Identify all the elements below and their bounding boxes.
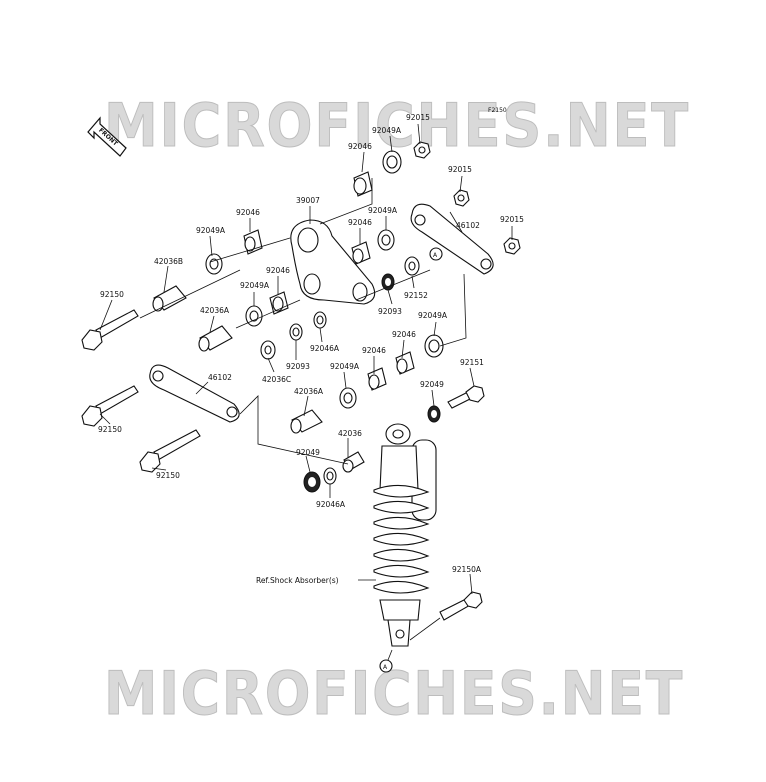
tie-rod-46102-right xyxy=(410,203,494,275)
bearing-92046-a xyxy=(243,229,263,255)
bolt-92150-a xyxy=(81,309,139,351)
label-92150-b: 92150 xyxy=(98,425,122,434)
collar-42036C xyxy=(260,340,276,360)
seal-92049A-l xyxy=(205,253,223,275)
leader-lines xyxy=(99,123,513,661)
bolt-92150-b xyxy=(81,385,139,427)
bearing-92046-b xyxy=(351,241,371,265)
label-92151: 92151 xyxy=(460,358,484,367)
seal-92049A-b xyxy=(377,229,395,251)
bush-92046A-b xyxy=(323,467,337,485)
seal-92049A-f xyxy=(339,387,357,409)
seal-92049A-top xyxy=(382,150,402,174)
collar-42036A-b xyxy=(290,409,323,434)
seal-92049-b xyxy=(303,471,321,493)
label-42036A-b: 42036A xyxy=(294,387,324,396)
svg-text:A: A xyxy=(433,252,438,259)
label-92046-top: 92046 xyxy=(348,142,372,151)
tie-rod-46102-left xyxy=(149,364,240,423)
label-92046-c: 92046 xyxy=(266,266,290,275)
label-92049-b: 92049 xyxy=(296,448,320,457)
callout-a-bottom: A xyxy=(379,659,393,673)
seal-92049 xyxy=(427,405,441,423)
label-92049: 92049 xyxy=(420,380,444,389)
label-92049A-b: 92049A xyxy=(368,206,398,215)
collar-42036B xyxy=(152,285,187,312)
label-42036C: 42036C xyxy=(262,375,291,384)
bolt-92151 xyxy=(447,385,485,409)
label-ref-shock: Ref.Shock Absorber(s) xyxy=(256,576,339,585)
label-92152: 92152 xyxy=(404,291,428,300)
nut-92015-top xyxy=(413,141,431,159)
label-42036: 42036 xyxy=(338,429,362,438)
diagram-code: F2150 xyxy=(488,107,507,114)
label-92015-top: 92015 xyxy=(406,113,430,122)
label-92150-a: 92150 xyxy=(100,290,124,299)
svg-text:A: A xyxy=(383,664,388,671)
label-92046-b: 92046 xyxy=(348,218,372,227)
bearing-92046-top xyxy=(353,171,373,197)
label-39007: 39007 xyxy=(296,196,320,205)
bearing-92046-d xyxy=(395,351,415,375)
seal-92152 xyxy=(404,256,420,276)
label-92049A-d: 92049A xyxy=(240,281,270,290)
nut-92015-r1 xyxy=(453,189,470,207)
label-92150-c: 92150 xyxy=(156,471,180,480)
label-92046-a: 92046 xyxy=(236,208,260,217)
label-92046A-a: 92046A xyxy=(310,344,340,353)
label-92049A-e: 92049A xyxy=(418,311,448,320)
seal-92049A-c xyxy=(424,334,444,358)
collar-42036 xyxy=(342,451,365,473)
shock-absorber xyxy=(373,423,437,647)
label-92093-b: 92093 xyxy=(286,362,310,371)
label-92046-e: 92046 xyxy=(362,346,386,355)
label-92049A-f: 92049A xyxy=(330,362,360,371)
watermark-top: MICROFICHES.NET xyxy=(104,91,690,161)
bearing-92046-c xyxy=(269,291,289,315)
label-92046-d: 92046 xyxy=(392,330,416,339)
bolt-92150A xyxy=(439,591,483,621)
label-92049A-l: 92049A xyxy=(196,226,226,235)
label-42036B: 42036B xyxy=(154,257,183,266)
seal-92093-b xyxy=(289,323,303,341)
label-92046A-b: 92046A xyxy=(316,500,346,509)
label-42036A-a: 42036A xyxy=(200,306,230,315)
collar-42036A-a xyxy=(198,325,233,352)
label-92015-r2: 92015 xyxy=(500,215,524,224)
bearing-92046-e xyxy=(367,367,387,391)
label-92015-r1: 92015 xyxy=(448,165,472,174)
label-46102-l: 46102 xyxy=(208,373,232,382)
nut-92015-r2 xyxy=(503,237,521,255)
seal-92049A-d xyxy=(245,305,263,327)
rocker-arm-39007 xyxy=(290,219,376,305)
callout-a-right: A xyxy=(429,247,443,261)
bolt-92150-c xyxy=(139,429,201,473)
label-92150A: 92150A xyxy=(452,565,482,574)
label-92049A-top: 92049A xyxy=(372,126,402,135)
label-92093-a: 92093 xyxy=(378,307,402,316)
label-46102-r: 46102 xyxy=(456,221,480,230)
watermark-bottom: MICROFICHES.NET xyxy=(104,659,684,729)
bush-92046A-a xyxy=(313,311,327,329)
seal-92093-a xyxy=(381,273,395,291)
